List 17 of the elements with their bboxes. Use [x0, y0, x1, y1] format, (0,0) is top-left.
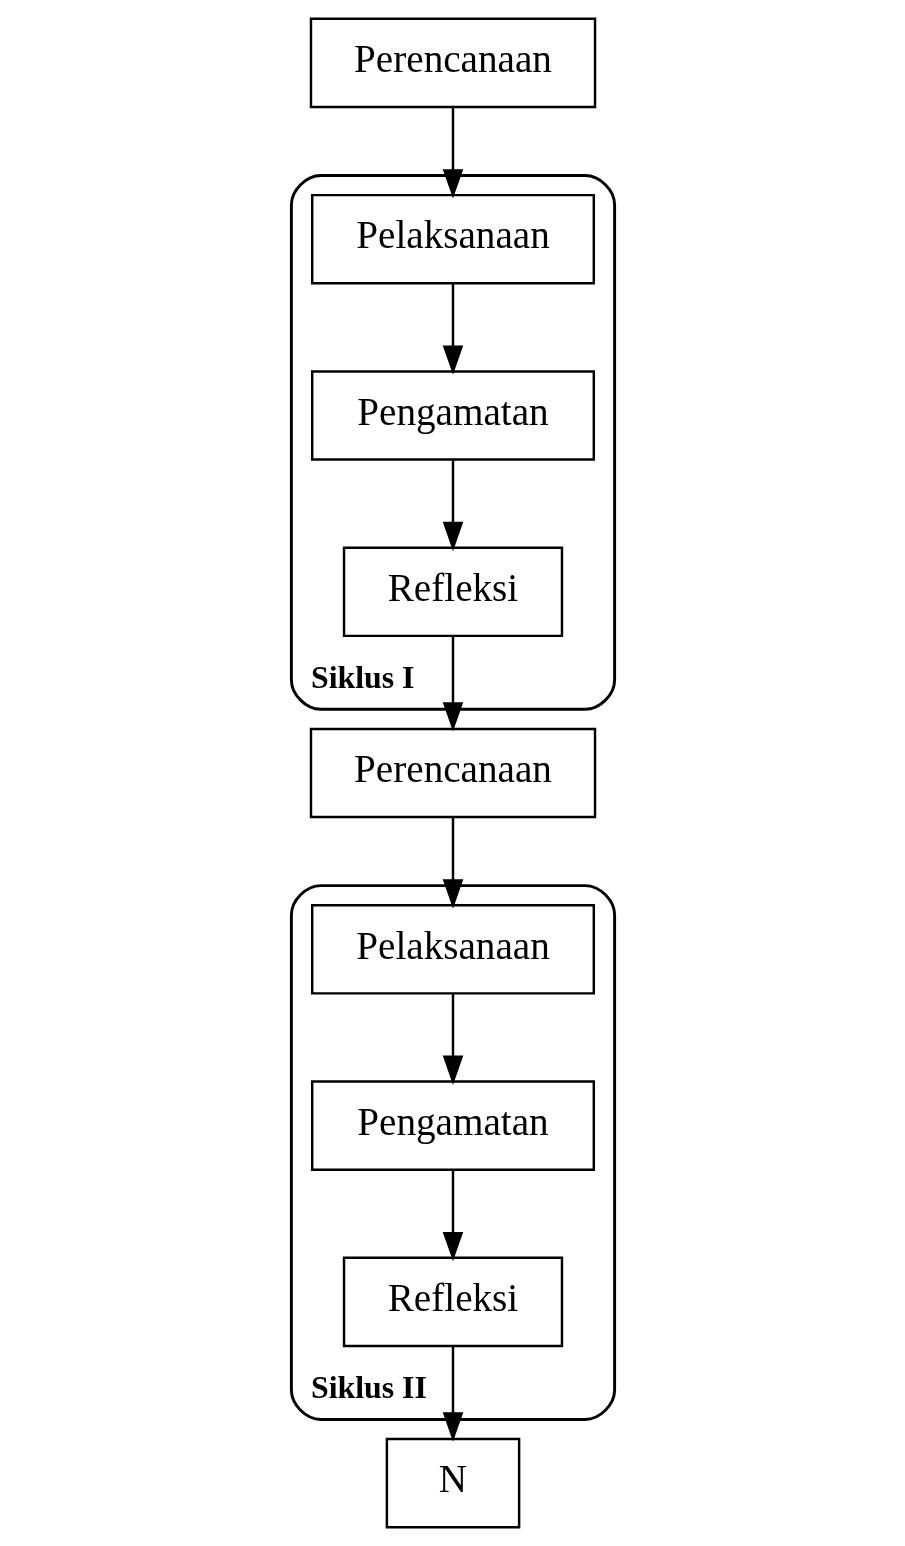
node-box: Perencanaan [309, 727, 596, 819]
arrow [442, 1346, 463, 1442]
node-box: Perencanaan [309, 17, 596, 109]
node-box: Pelaksanaan [310, 904, 595, 995]
arrow [442, 284, 463, 375]
node-box: Refleksi [342, 546, 563, 638]
arrow [442, 994, 463, 1085]
arrow [442, 817, 463, 909]
node-box: Pelaksanaan [310, 193, 595, 285]
node-box: N [385, 1437, 520, 1529]
node-box: Refleksi [342, 1256, 563, 1348]
arrow [442, 460, 463, 552]
arrow [442, 636, 463, 732]
arrow [442, 1170, 463, 1262]
node-box: Pengamatan [310, 1080, 595, 1171]
node-box: Pengamatan [310, 370, 595, 461]
arrow [442, 107, 463, 199]
